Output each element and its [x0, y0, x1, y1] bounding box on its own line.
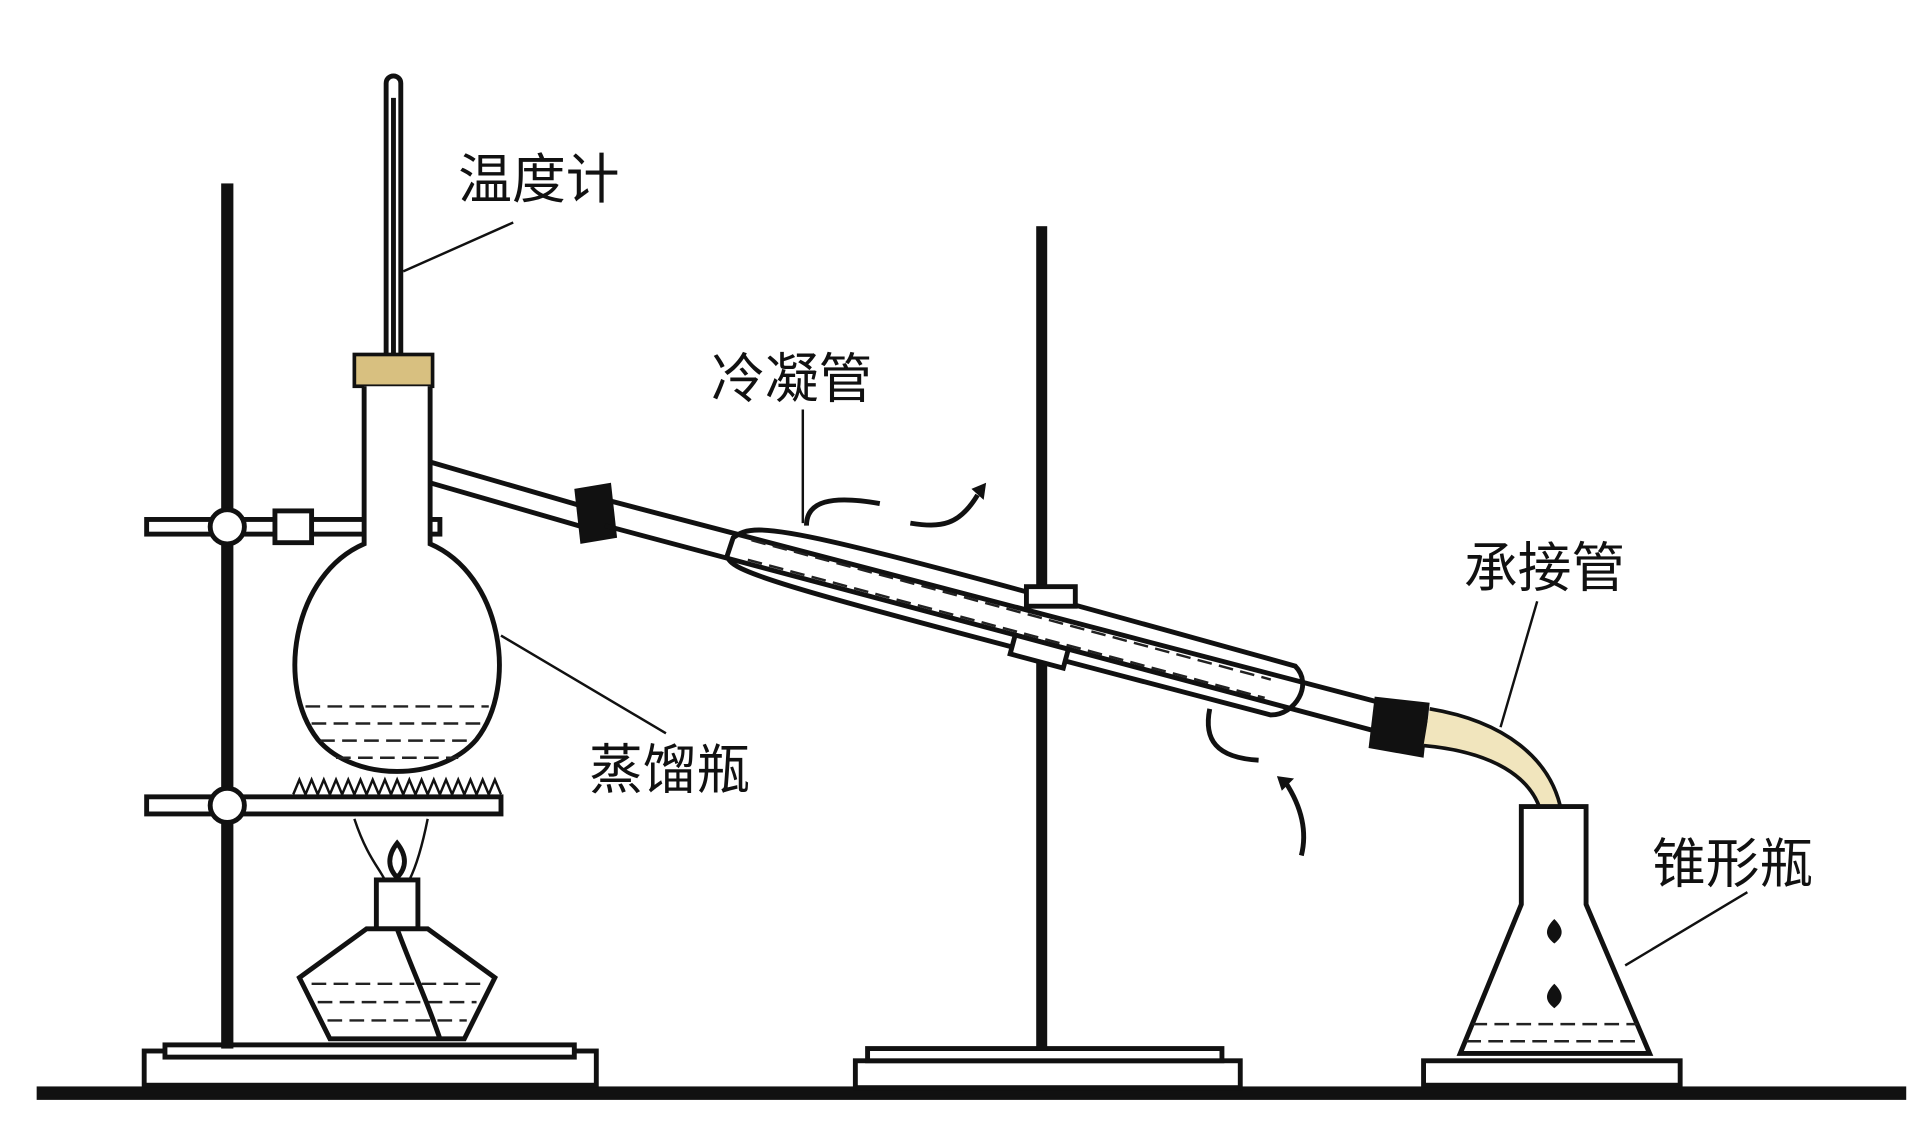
alcohol-lamp — [296, 818, 498, 1042]
adapter-label: 承接管 — [1464, 537, 1625, 600]
condenser — [574, 482, 1382, 857]
condenser-label: 冷凝管 — [711, 347, 872, 410]
distilling-flask-label: 蒸馏瓶 — [589, 738, 750, 801]
conical-flask — [1421, 804, 1683, 1088]
conical-flask-label: 锥形瓶 — [1652, 832, 1813, 895]
iron-stand-left — [141, 183, 599, 1088]
thermometer-leader-line — [402, 221, 514, 273]
conical-flask-leader-line — [1624, 891, 1749, 967]
thermometer-label: 温度计 — [458, 148, 619, 211]
table-surface — [36, 1086, 1907, 1100]
distilling-flask — [292, 352, 600, 774]
adapter-leader-line — [1499, 600, 1539, 728]
flask-leader-line — [500, 634, 667, 735]
adapter — [1368, 696, 1564, 819]
